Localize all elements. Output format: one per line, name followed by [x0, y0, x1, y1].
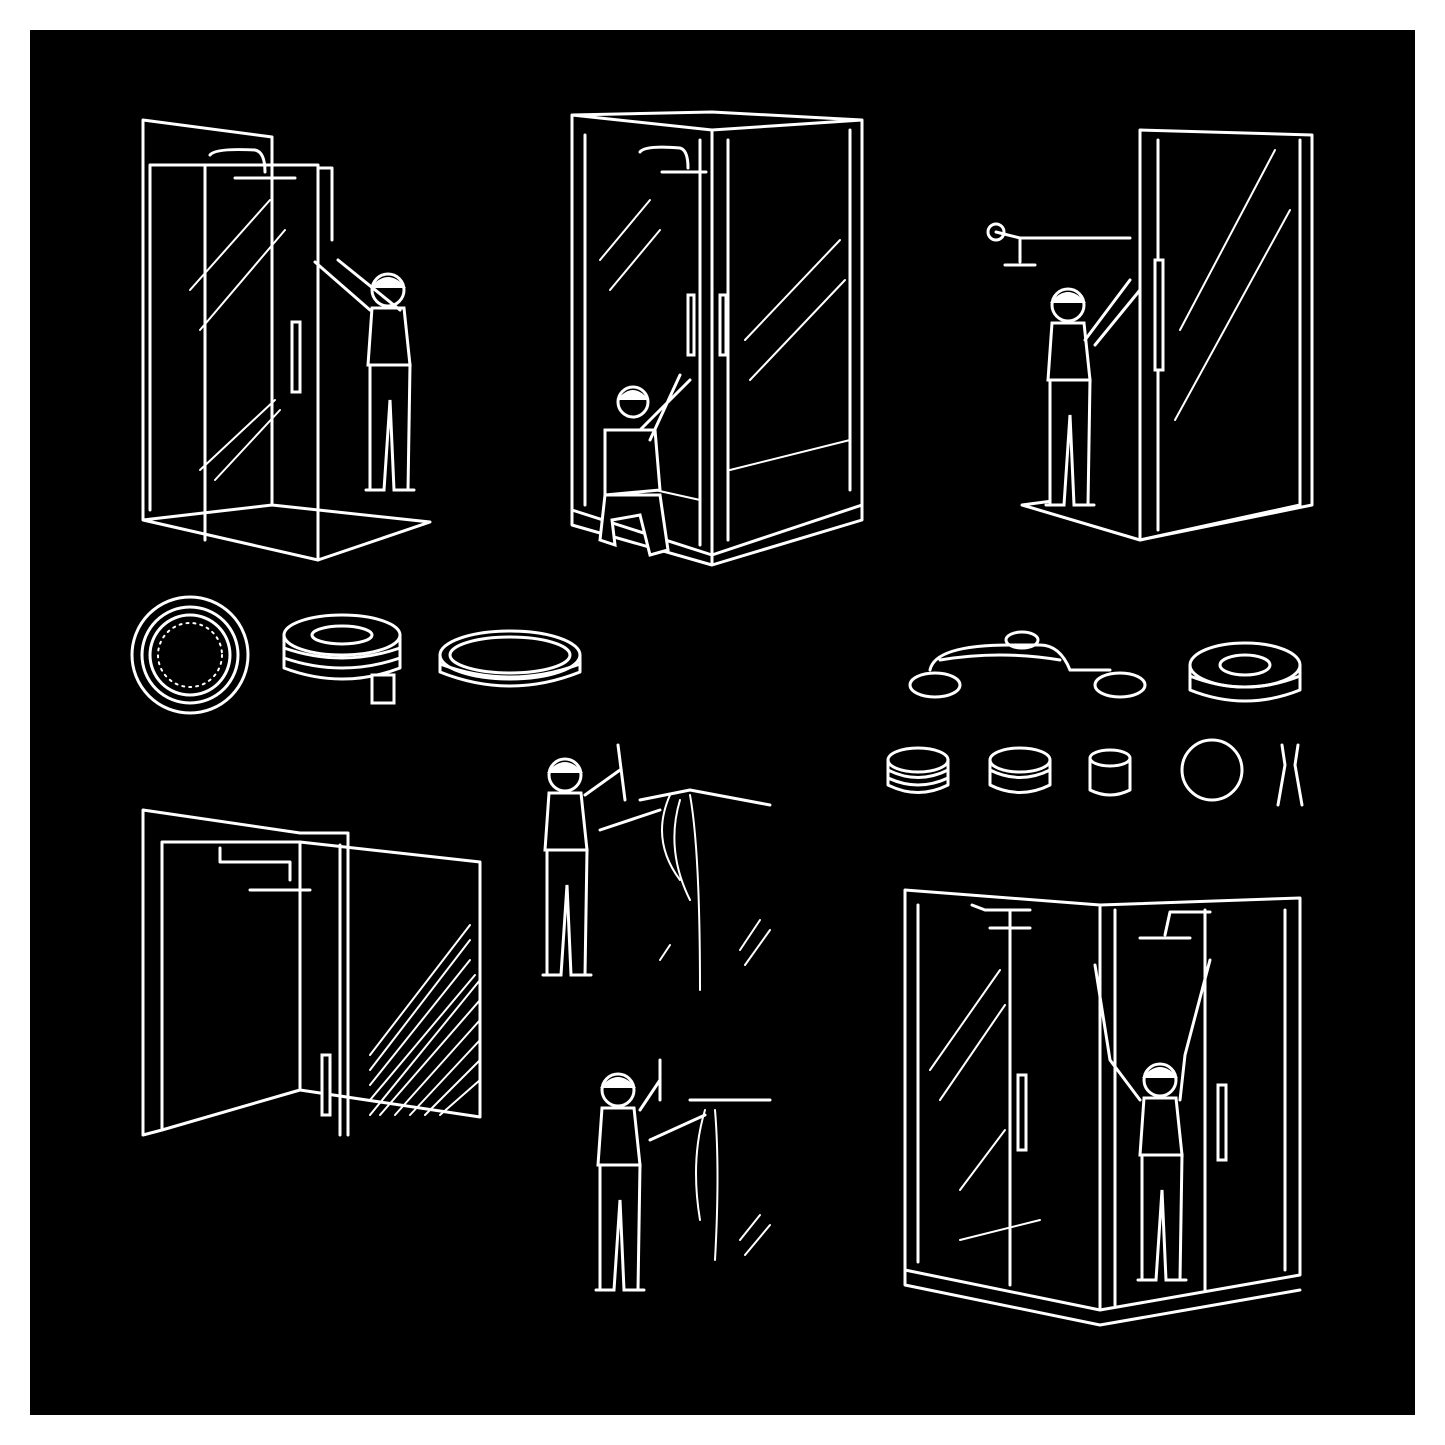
corner-shower-worker-icon	[903, 888, 1302, 1327]
black-background	[30, 30, 1415, 1415]
worker-with-hoses-icon	[541, 743, 772, 1292]
shower-enclosure-worker-standing-icon	[141, 118, 432, 562]
grab-bar-and-washers-icon	[886, 630, 1304, 807]
seal-rings-icon	[130, 595, 582, 715]
shower-panel-worker-installing-arm-icon	[986, 128, 1314, 542]
shower-enclosure-worker-kneeling-icon	[570, 110, 864, 567]
open-shower-door-icon	[141, 808, 482, 1137]
